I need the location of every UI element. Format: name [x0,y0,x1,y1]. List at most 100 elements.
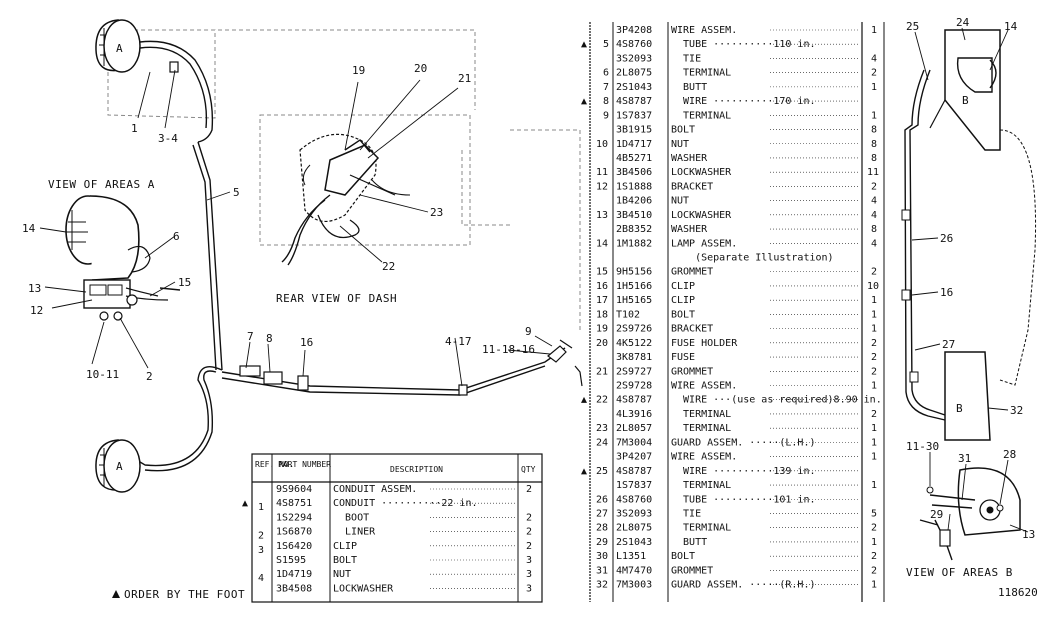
lamp-label-b-top: B [962,94,969,107]
main-row-qty: 1 [871,452,877,463]
main-row-part-number: T102 [616,309,640,320]
main-row-part-number: 1S7837 [616,480,652,491]
main-row-ref: 15 [596,267,608,278]
main-row-ref: 21 [596,366,608,377]
main-row-qty: 10 [867,281,879,292]
small-row-part-number: 3B4508 [276,583,312,594]
main-row-ref: 6 [603,68,609,79]
main-row-qty: 8 [871,125,877,136]
main-row-part-number: 3B1915 [616,125,652,136]
callout-8: 8 [266,332,273,345]
main-row-part-number: 1D4717 [616,139,652,150]
main-row-ref: 8 [603,96,609,107]
main-row-description: WIRE ASSEM. [671,452,737,463]
main-row-description: TERMINAL [671,423,731,434]
small-parts-table: REF. NO. PART NUMBER DESCRIPTION QTY 9S9… [242,453,543,603]
main-row-part-number: 2S9727 [616,366,652,377]
lamp-label-a-top: A [116,42,123,55]
main-row-description: GROMMET [671,366,713,377]
callout-r-31: 31 [958,452,971,465]
small-row-ref: 4 [258,573,264,584]
main-row-part-number: 4S8787 [616,395,652,406]
main-row-part-number: 4B5271 [616,153,652,164]
main-row-description: WIRE ··········139 in. [671,466,816,477]
main-row-part-number: 2L8057 [616,423,652,434]
main-row-description: TUBE ··········110 in. [671,39,816,50]
main-row-ref: 5 [603,39,609,50]
main-row-description: BUTT [671,537,707,548]
small-row-description: LINER [333,527,376,538]
main-row-ref: 24 [596,437,608,448]
main-row-part-number: 1H5165 [616,295,652,306]
main-row-description: TERMINAL [671,110,731,121]
small-row-description: BOLT [333,555,357,566]
callout-21: 21 [458,72,471,85]
main-row-ref: 14 [596,238,608,249]
main-row-part-number: 4M7470 [616,565,652,576]
main-row-description: TERMINAL [671,409,731,420]
main-row-part-number: 3S2093 [616,53,652,64]
main-row-description: BOLT [671,309,695,320]
main-row-part-number: 3B4506 [616,167,652,178]
callout-12: 12 [30,304,43,317]
order-by-foot-mark: ▲ [581,395,587,406]
main-row-description: GROMMET [671,565,713,576]
callout-r-16: 16 [940,286,953,299]
harness-clips [169,61,583,396]
callout-2: 2 [146,370,153,383]
main-row-qty: 1 [871,423,877,434]
main-row-ref: 12 [596,181,608,192]
small-row-description: LOCKWASHER [333,583,394,594]
main-row-qty: 1 [871,25,877,36]
small-row-ref: 2 [258,531,264,542]
main-row-qty: 1 [871,295,877,306]
main-row-part-number: 2L8075 [616,68,652,79]
main-row-part-number: 3P4208 [616,25,652,36]
lamp-a-bottom: A [95,439,141,493]
small-row-qty: 3 [526,555,532,566]
order-note-text: ORDER BY THE FOOT [124,588,245,601]
main-row-description: WIRE ··········170 in. [671,96,816,107]
small-row-description: NUT [333,569,351,580]
main-row-description: (Separate Illustration) [671,253,834,264]
callout-r-32: 32 [1010,404,1023,417]
main-row-ref: 26 [596,494,608,505]
small-row-qty: 3 [526,583,532,594]
main-row-part-number: 2S1043 [616,537,652,548]
small-row-part-number: 1S6420 [276,541,312,552]
main-row-description: WIRE ···(use as required)8.90 in. [671,395,882,406]
main-row-ref: 27 [596,508,608,519]
main-row-description: CLIP [671,295,695,306]
small-row-part-number: 1D4719 [276,569,312,580]
callout-r-28: 28 [1003,448,1016,461]
small-row-description: CONDUIT ··········22 in. [333,498,478,509]
callout-15: 15 [178,276,191,289]
callout-13: 13 [28,282,41,295]
main-row-qty: 1 [871,309,877,320]
main-row-description: FUSE HOLDER [671,338,738,349]
main-row-description: WIRE ASSEM. [671,25,737,36]
main-row-qty: 4 [871,196,877,207]
main-row-qty: 5 [871,508,877,519]
main-row-description: WASHER [671,224,708,235]
main-row-qty: 4 [871,238,877,249]
main-row-description: GUARD ASSEM. ·····(L.H.) [671,437,816,448]
main-row-part-number: 1M1882 [616,238,652,249]
small-table-header-desc: DESCRIPTION [390,465,443,474]
main-row-description: GUARD ASSEM. ·····(R.H.) [671,580,816,591]
main-row-ref: 22 [596,395,608,406]
main-row-ref: 32 [596,580,608,591]
main-row-ref: 29 [596,537,608,548]
main-row-part-number: 3S2093 [616,508,652,519]
main-row-part-number: 4S8760 [616,494,652,505]
callout-7: 7 [247,330,254,343]
main-row-part-number: 4L3916 [616,409,652,420]
main-row-part-number: 7M3004 [616,437,652,448]
main-row-description: BOLT [671,551,695,562]
order-by-foot-mark: ▲ [581,39,587,50]
small-row-part-number: 4S8751 [276,498,312,509]
lamp-label-b-bottom: B [956,402,963,415]
